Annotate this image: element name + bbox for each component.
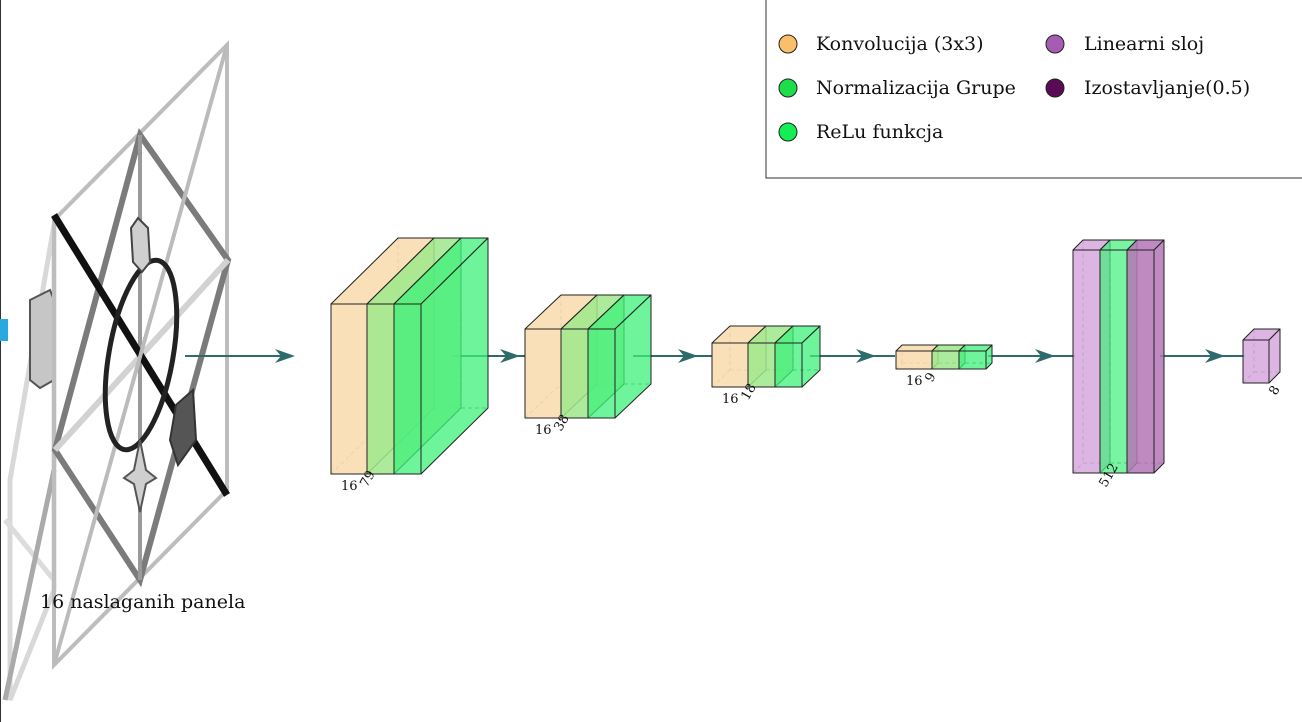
depth-label-3: 16 <box>722 392 739 407</box>
legend-box: Konvolucija (3x3) Normalizacija Grupe Re… <box>765 0 1302 179</box>
fully-connected-stage: 512 <box>1072 239 1165 490</box>
legend-dropout-label: Izostavljanje(0.5) <box>1084 77 1250 99</box>
input-caption: 16 naslaganih panela <box>40 591 245 613</box>
legend-linear-icon <box>1045 34 1065 54</box>
relu-layer-2 <box>587 294 652 419</box>
size-label-3: 18 <box>738 381 759 403</box>
relu-layer-4 <box>958 344 993 370</box>
size-label-1: 79 <box>357 468 378 490</box>
output-size-label: 8 <box>1266 383 1283 398</box>
relu-layer-3 <box>774 325 821 388</box>
input-panels-image <box>0 40 232 701</box>
relu-layer-1 <box>393 237 489 475</box>
size-label-4: 9 <box>922 370 939 385</box>
legend-conv-label: Konvolucija (3x3) <box>816 33 984 55</box>
depth-label-4: 16 <box>906 374 923 389</box>
legend-relu-icon <box>778 122 798 142</box>
legend-relu-label: ReLu funkcja <box>816 121 943 143</box>
legend-norm-icon <box>778 78 798 98</box>
legend-dropout-icon <box>1045 78 1065 98</box>
output-stage: 8 <box>1242 328 1284 398</box>
legend-linear-label: Linearni sloj <box>1084 33 1204 55</box>
output-linear-layer <box>1242 328 1281 384</box>
legend-conv-icon <box>778 34 798 54</box>
depth-label-1: 16 <box>341 479 358 494</box>
dropout-layer <box>1126 239 1165 474</box>
size-label-2: 38 <box>551 412 572 434</box>
legend-norm-label: Normalizacija Grupe <box>816 77 1016 99</box>
depth-label-2: 16 <box>535 423 552 438</box>
